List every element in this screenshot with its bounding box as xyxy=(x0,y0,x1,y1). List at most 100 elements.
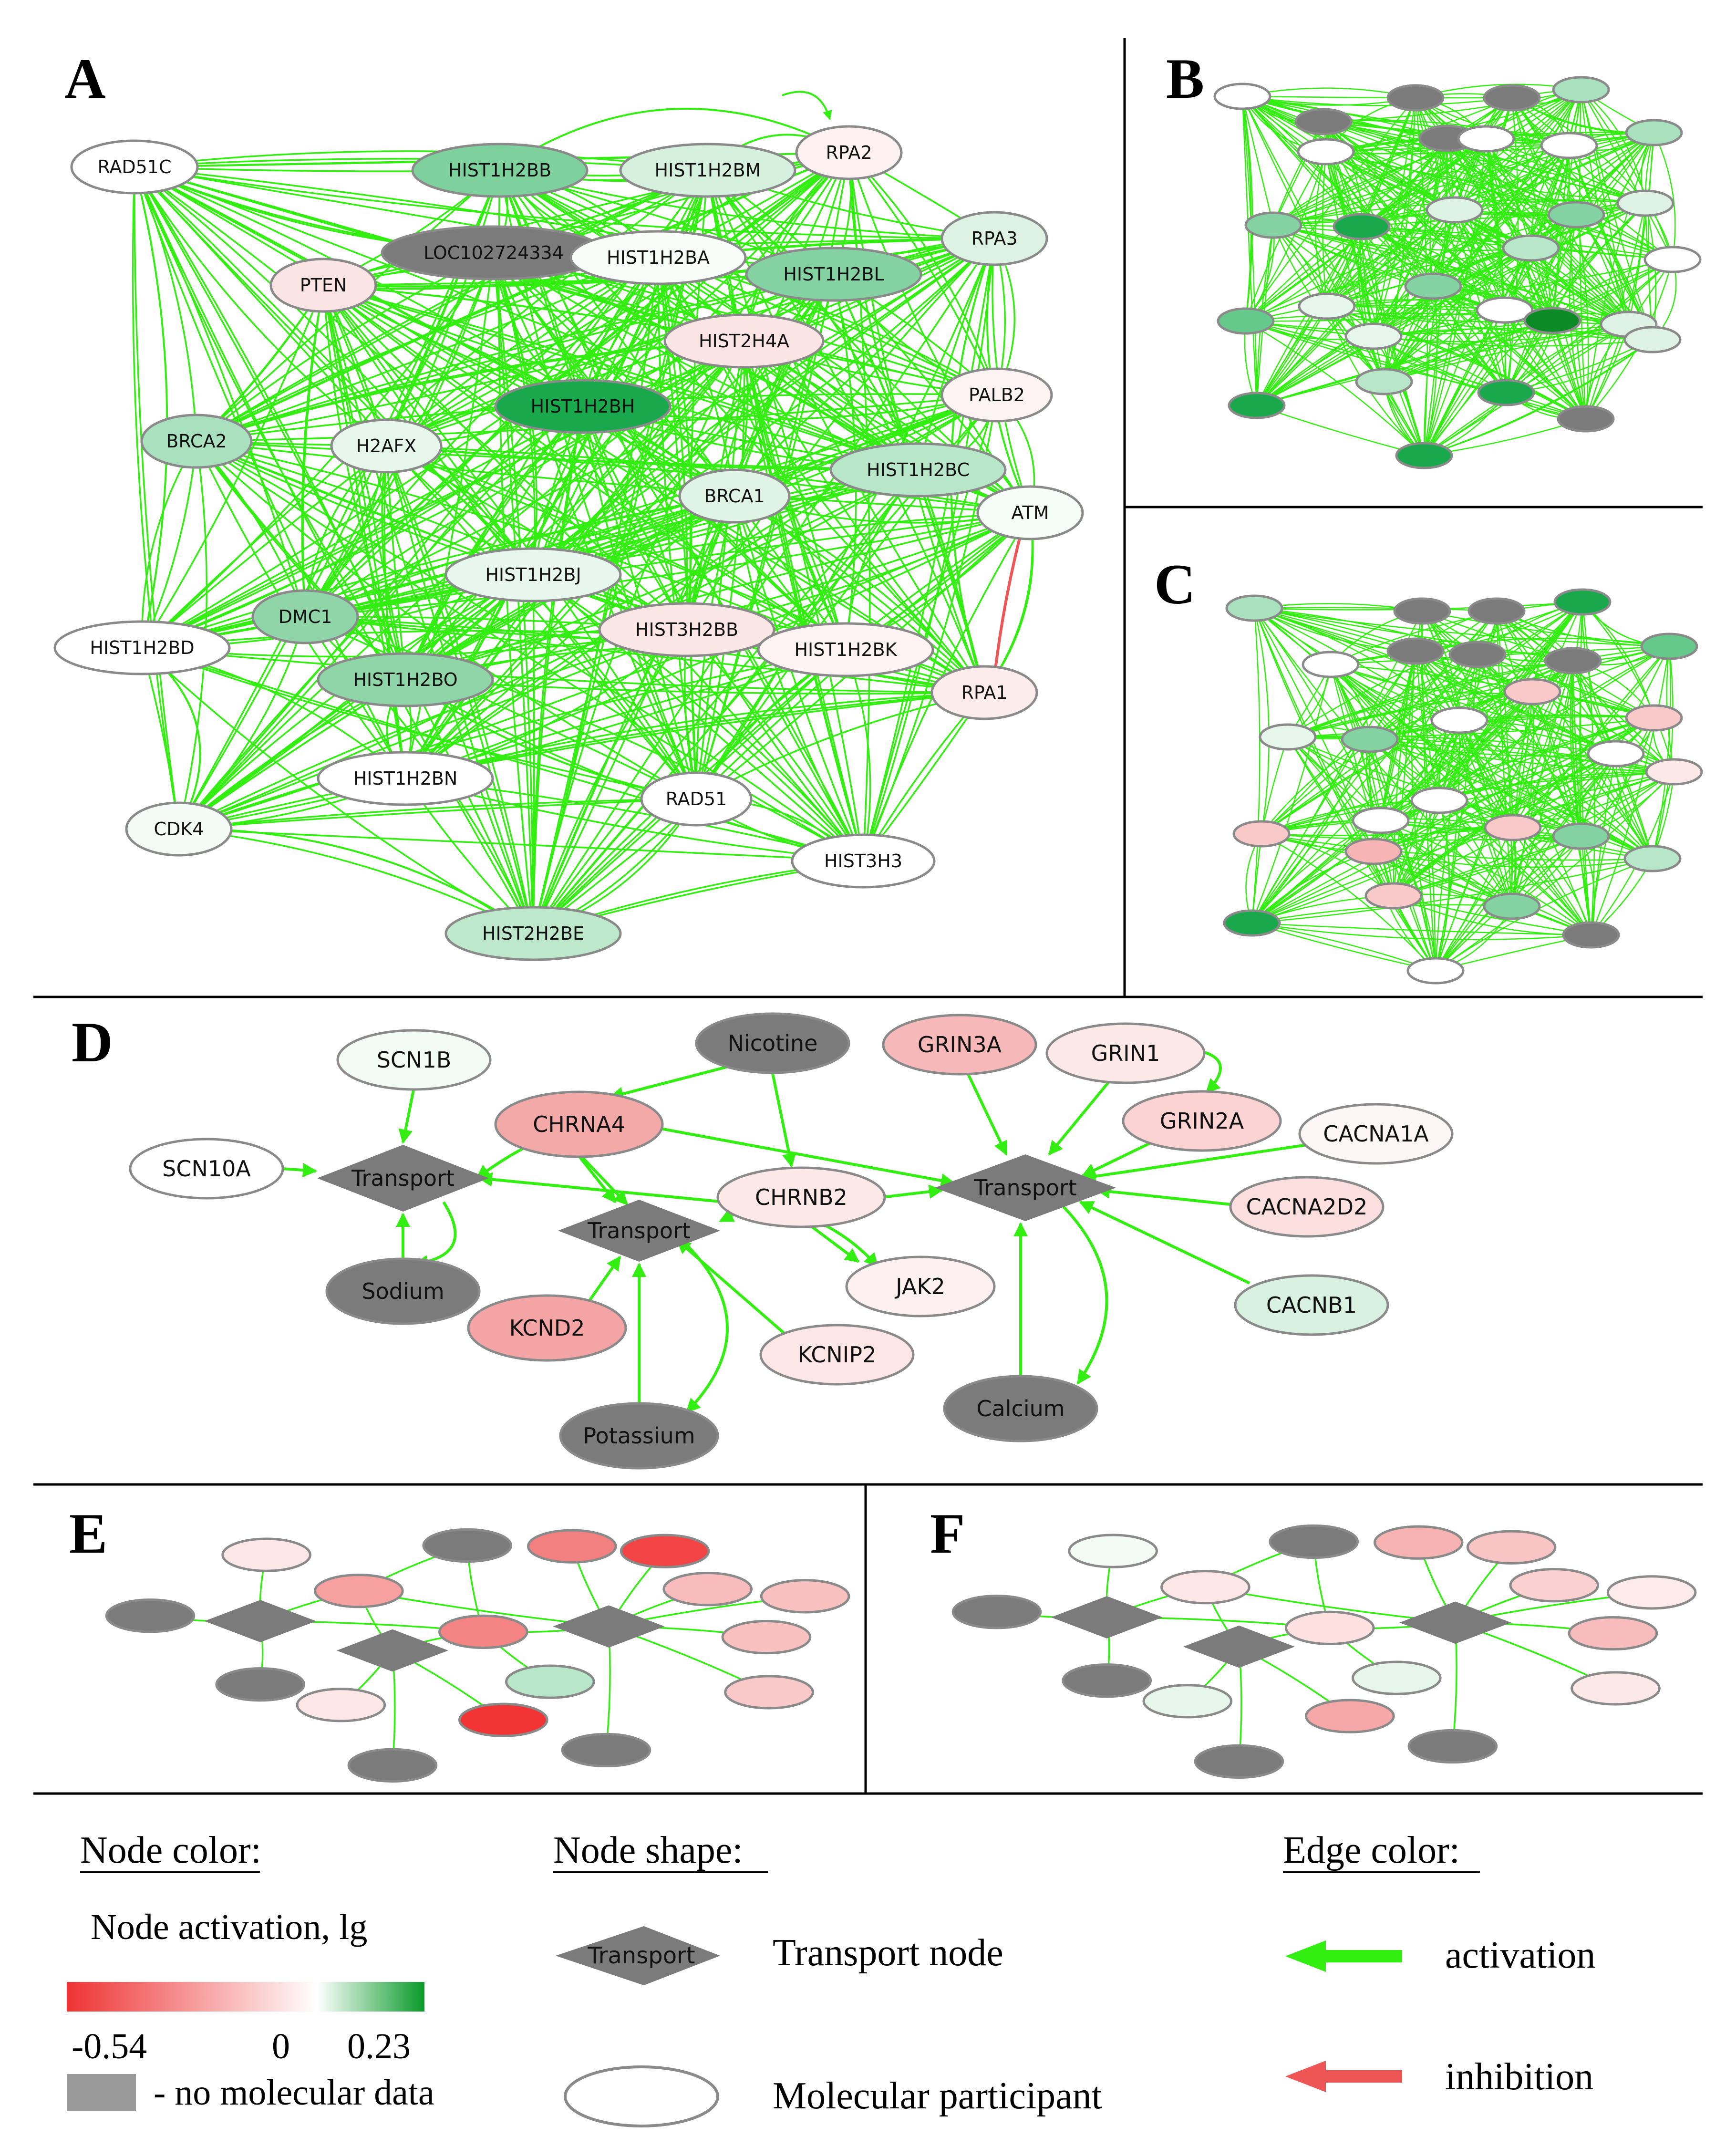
panel-d-node-cacna2d2: CACNA2D2 xyxy=(1229,1176,1385,1238)
panel-b-node-shape xyxy=(1217,307,1275,335)
panel-c-activation-edge xyxy=(1439,717,1654,801)
legend-node-activation-label: Node activation, lg xyxy=(91,1907,367,1947)
panel-a-activation-edge xyxy=(657,257,735,497)
panel-a-activation-edge xyxy=(142,494,735,649)
panel-a-node-h2afx-label: H2AFX xyxy=(356,436,417,456)
panel-e-node xyxy=(662,1572,753,1607)
panel-a-activation-edge xyxy=(499,168,995,239)
panel-e-node xyxy=(314,1574,404,1608)
panel-c-activation-edge xyxy=(1415,650,1653,859)
panel-e-node-shape xyxy=(527,1529,617,1564)
panel-b-node-shape xyxy=(1625,119,1683,146)
panel-e-node-shape xyxy=(221,1537,311,1572)
panel-f-node-shape xyxy=(1194,1744,1284,1779)
panel-a-node-hist1h2bo: HIST1H2BO xyxy=(317,652,494,707)
panel-b-node xyxy=(1294,108,1353,135)
panel-c-activation-edge xyxy=(1261,651,1416,834)
legend-no-data-label: - no molecular data xyxy=(154,2073,434,2113)
panel-d-node-calcium-label: Calcium xyxy=(976,1396,1064,1421)
panel-c-node-shape xyxy=(1483,892,1541,920)
panel-a-activation-edge xyxy=(178,238,995,830)
panel-c-activation-edge xyxy=(1373,717,1654,852)
panel-a-node-hist1h2bd-label: HIST1H2BD xyxy=(90,637,194,658)
panel-b-activation-edge xyxy=(1245,89,1581,322)
panel-d-node-transport-10: Transport xyxy=(558,1200,720,1262)
panel-d-node-potassium: Potassium xyxy=(559,1402,719,1470)
panel-c-activation-edge xyxy=(1393,835,1581,897)
panel-c-activation-edge xyxy=(1254,607,1616,755)
panel-c-node xyxy=(1393,597,1451,625)
panel-d-node-calcium: Calcium xyxy=(943,1375,1098,1442)
panel-a-activation-edge xyxy=(196,438,1031,514)
panel-a-node-rpa3-shape xyxy=(940,211,1048,266)
panel-a-node-palb2: PALB2 xyxy=(940,367,1053,423)
panel-b-node xyxy=(1213,83,1271,110)
legend-transport-diamond-icon xyxy=(556,1926,720,1985)
panel-c-activation-edge xyxy=(1435,660,1574,971)
panel-e-node-shape xyxy=(105,1598,196,1633)
panel-d-node-chrnb2: CHRNB2 xyxy=(716,1166,886,1228)
panel-e-node xyxy=(458,1702,548,1737)
panel-a-node-rpa2-label: RPA2 xyxy=(826,142,872,163)
panel-a-node-hist3h3: HIST3H3 xyxy=(791,833,936,889)
panel-c-activation-edge xyxy=(1251,921,1591,940)
panel-a-node-hist1h2bn-shape xyxy=(317,751,494,806)
panel-c-node xyxy=(1562,921,1620,949)
panel-c-network xyxy=(1223,588,1703,985)
panel-c-node-shape xyxy=(1386,637,1445,665)
panel-a-activation-edge xyxy=(323,284,998,397)
panel-f-node-shape xyxy=(1466,1530,1557,1565)
panel-a-activation-edge xyxy=(532,574,864,862)
panel-b-node-shape xyxy=(1457,125,1515,153)
panel-b-nodes xyxy=(1213,76,1702,469)
panel-d-node-kcnd2-shape xyxy=(467,1294,627,1362)
panel-b-activation-edge xyxy=(1384,89,1582,382)
panel-a-activation-edge xyxy=(196,440,687,631)
panel-e-node-shape xyxy=(458,1702,548,1737)
panel-a-activation-edge xyxy=(385,446,408,681)
panel-e-node xyxy=(760,1579,850,1614)
panel-b-network xyxy=(1213,76,1702,469)
panel-a-node-brca1-shape xyxy=(678,468,791,524)
legend-scale-min: -0.54 xyxy=(72,2026,147,2066)
panel-b-node-shape xyxy=(1623,326,1682,353)
panel-a-activation-edge xyxy=(178,629,687,830)
panel-a-node-pten-label: PTEN xyxy=(300,275,347,296)
panel-c-activation-edge xyxy=(1570,660,1582,837)
panel-b-activation-edge xyxy=(1242,95,1512,101)
panel-c-node xyxy=(1544,647,1602,674)
panel-c-activation-edge xyxy=(1287,736,1395,896)
panel-a-activation-edge xyxy=(656,257,688,630)
panel-label-c: C xyxy=(1154,552,1196,616)
panel-d-activation-edge xyxy=(413,1201,457,1269)
panel-b-activation-edge xyxy=(1454,132,1654,211)
panel-a-activation-edge xyxy=(320,284,406,680)
panel-b-activation-edge xyxy=(1423,209,1456,456)
panel-b-activation-edge xyxy=(1373,336,1425,456)
panel-a-activation-edge xyxy=(322,285,535,934)
panel-a-activation-edge xyxy=(196,256,659,442)
panel-a-inhibition-edge xyxy=(993,534,1022,678)
panel-d-activation-edge xyxy=(609,1062,740,1101)
panel-a-activation-edge xyxy=(132,166,181,830)
panel-b-activation-edge xyxy=(1446,138,1506,311)
panel-a-node-hist1h2bb-shape xyxy=(411,143,589,198)
panel-d-node-scn1b-label: SCN1B xyxy=(377,1047,452,1073)
panel-a-activation-edge xyxy=(178,798,697,832)
panel-d-activation-edge xyxy=(1095,1184,1231,1206)
panel-a-activation-edge xyxy=(196,440,697,800)
panel-c-activation-edge xyxy=(1380,819,1591,936)
panel-c-node-shape xyxy=(1552,822,1610,850)
panel-a-node-rad51-label: RAD51 xyxy=(666,788,727,809)
panel-d-activation-edge xyxy=(1048,1081,1110,1156)
panel-b-node xyxy=(1298,292,1356,320)
panel-a-node-cdk4: CDK4 xyxy=(125,801,233,857)
panel-b-node-shape xyxy=(1426,196,1484,224)
panel-c-node-shape xyxy=(1645,758,1703,786)
panel-c-node xyxy=(1640,633,1698,660)
panel-c-node-shape xyxy=(1302,651,1360,678)
panel-b-activation-edge xyxy=(1256,405,1425,457)
panel-c-activation-edge xyxy=(1511,691,1535,907)
panel-a-node-brca2-shape xyxy=(140,414,253,469)
panel-b-activation-edge xyxy=(1315,151,1328,307)
